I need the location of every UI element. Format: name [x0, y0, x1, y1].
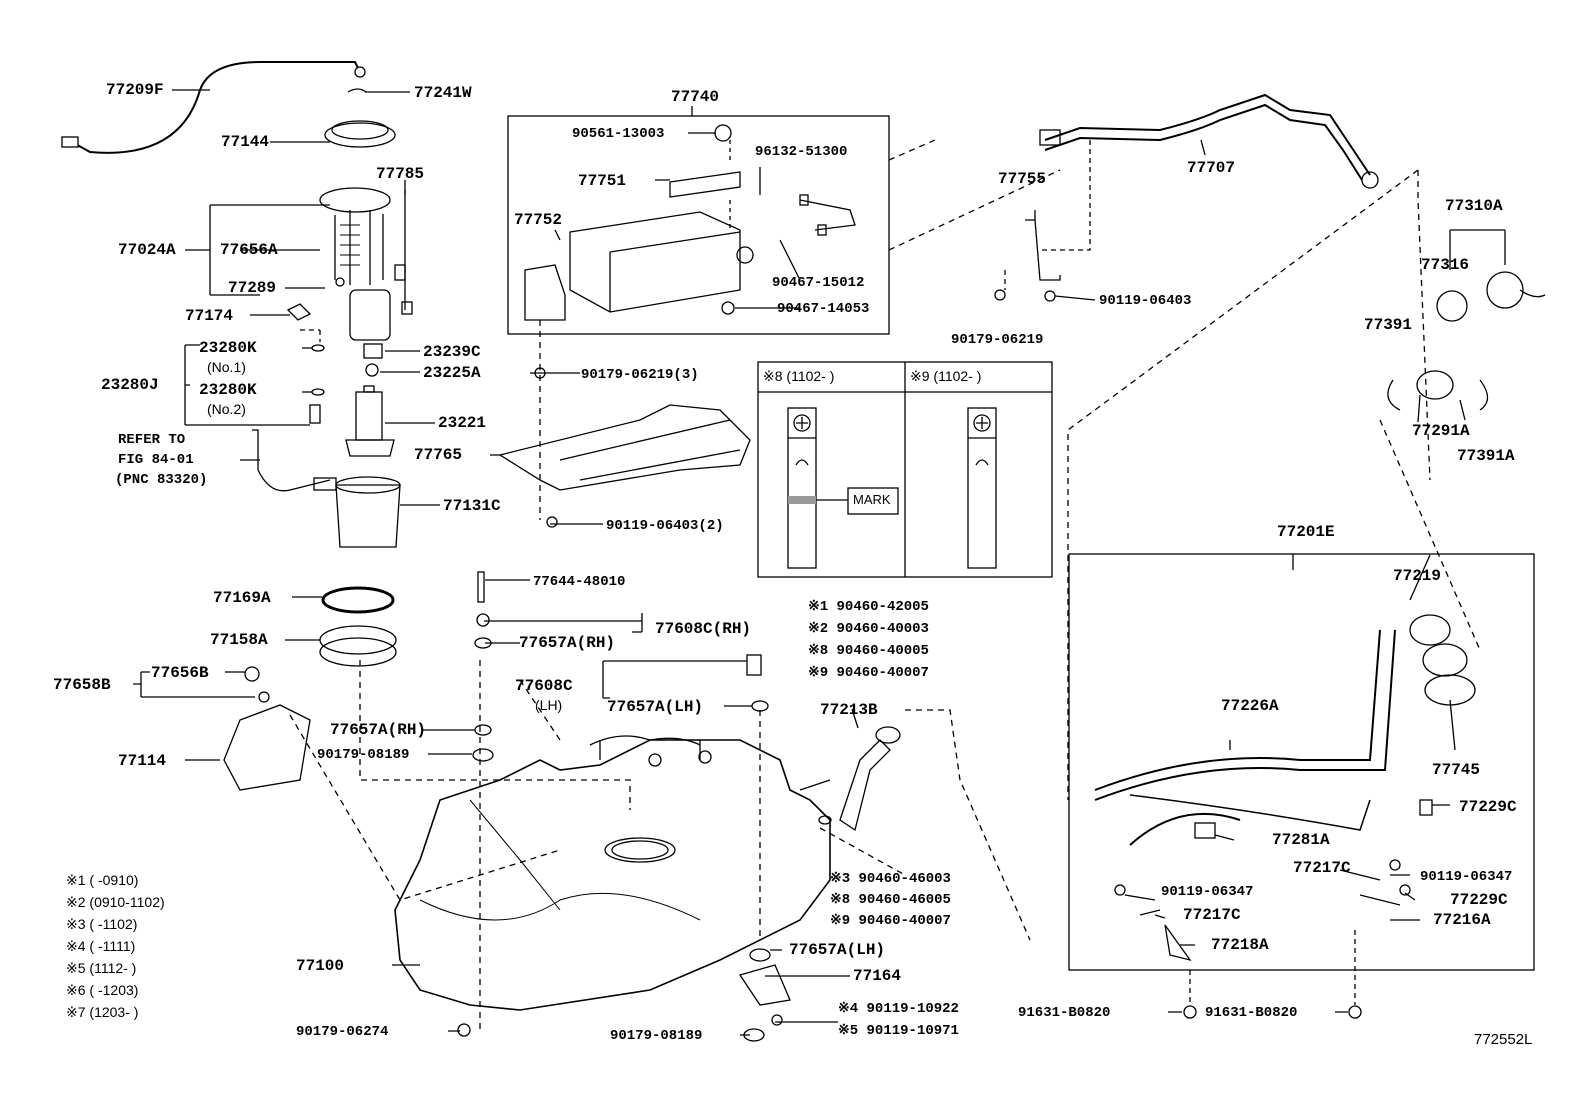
label-s4: ※4 90119-10922	[838, 1001, 959, 1017]
evap-canister-box	[507, 115, 890, 335]
label-77707: 77707	[1187, 159, 1236, 177]
label-90467-14053: 90467-14053	[777, 301, 870, 317]
label-96132-51300: 96132-51300	[755, 144, 848, 160]
label-77218A: 77218A	[1211, 936, 1269, 954]
label-77391: 77391	[1364, 316, 1413, 334]
label-77785: 77785	[376, 165, 425, 183]
label-77391A: 77391A	[1457, 447, 1515, 465]
label-s3b: ※3 90460-46003	[830, 871, 951, 887]
label-23280J: 23280J	[101, 376, 159, 394]
label-77209F: 77209F	[106, 81, 164, 99]
label-91631-b0820-a: 91631-B0820	[1018, 1005, 1111, 1021]
label-77213B: 77213B	[820, 701, 878, 719]
note-6: ※6 ( -1203)	[66, 982, 139, 998]
label-77658B: 77658B	[53, 676, 111, 694]
inset-mark-label: MARK	[853, 492, 891, 507]
label-23280K-1: 23280K	[199, 339, 257, 357]
label-91631-b0820-b: 91631-B0820	[1205, 1005, 1298, 1021]
label-refer-1: REFER TO	[118, 432, 186, 448]
label-77114: 77114	[118, 752, 167, 770]
label-s5: ※5 90119-10971	[838, 1023, 959, 1039]
label-77644-48010: 77644-48010	[533, 574, 626, 590]
label-77229C-2: 77229C	[1450, 891, 1508, 909]
label-77310A: 77310A	[1445, 197, 1503, 215]
label-23239C: 23239C	[423, 343, 481, 361]
figure-id: 772552L	[1474, 1031, 1533, 1048]
label-77144: 77144	[221, 133, 270, 151]
label-77201E: 77201E	[1277, 523, 1335, 541]
label-77657A-lh-2: 77657A(LH)	[789, 941, 886, 959]
label-no2: (No.2)	[207, 401, 246, 417]
note-4: ※4 ( -1111)	[66, 938, 136, 954]
note-2: ※2 (0910-1102)	[66, 894, 165, 910]
label-77281A: 77281A	[1272, 831, 1330, 849]
label-77024A: 77024A	[118, 241, 176, 259]
label-77608C-rh: 77608C(RH)	[655, 620, 752, 638]
label-90467-15012: 90467-15012	[772, 275, 865, 291]
label-77752: 77752	[514, 211, 563, 229]
label-no1: (No.1)	[207, 359, 246, 375]
label-77751: 77751	[578, 172, 627, 190]
label-90561-13003: 90561-13003	[572, 126, 665, 142]
label-77657A-lh-1: 77657A(LH)	[607, 698, 704, 716]
label-s9: ※9 90460-40007	[808, 665, 929, 681]
label-77164: 77164	[853, 967, 902, 985]
label-refer-2: FIG 84-01	[118, 452, 194, 468]
label-90179-08189-a: 90179-08189	[317, 747, 410, 763]
label-77657A-rh-2: 77657A(RH)	[330, 721, 427, 739]
label-77219: 77219	[1393, 567, 1442, 585]
label-77740: 77740	[671, 88, 720, 106]
label-77755: 77755	[998, 170, 1047, 188]
label-s8b: ※8 90460-46005	[830, 892, 951, 908]
note-7: ※7 (1203- )	[66, 1004, 139, 1020]
note-5: ※5 (1112- )	[66, 960, 137, 976]
label-77217C-1: 77217C	[1293, 859, 1351, 877]
label-s1: ※1 90460-42005	[808, 599, 929, 615]
label-s8: ※8 90460-40005	[808, 643, 929, 659]
label-77229C: 77229C	[1459, 798, 1517, 816]
label-90179-06219-3: 90179-06219(3)	[581, 367, 699, 383]
note-1: ※1 ( -0910)	[66, 872, 139, 888]
label-90119-06347-b: 90119-06347	[1161, 884, 1254, 900]
label-23280K-2: 23280K	[199, 381, 257, 399]
label-refer-3: (PNC 83320)	[115, 472, 208, 488]
label-90179-06274: 90179-06274	[296, 1024, 389, 1040]
label-77158A: 77158A	[210, 631, 268, 649]
label-77241W: 77241W	[414, 84, 472, 102]
label-77289: 77289	[228, 279, 277, 297]
filler-pipe-box	[1068, 553, 1535, 971]
label-77608C: 77608C	[515, 677, 573, 695]
label-77217C-2: 77217C	[1183, 906, 1241, 924]
label-s9b: ※9 90460-40007	[830, 913, 951, 929]
label-77745: 77745	[1432, 761, 1481, 779]
label-77216A: 77216A	[1433, 911, 1491, 929]
label-lh: (LH)	[535, 697, 563, 713]
label-90119-06403: 90119-06403	[1099, 293, 1192, 309]
label-77169A: 77169A	[213, 589, 271, 607]
label-23221: 23221	[438, 414, 487, 432]
label-77656B: 77656B	[151, 664, 209, 682]
label-90119-06403-2: 90119-06403(2)	[606, 518, 724, 534]
note-3: ※3 ( -1102)	[66, 916, 138, 932]
label-77656A: 77656A	[220, 241, 278, 259]
label-23225A: 23225A	[423, 364, 481, 382]
label-77316: 77316	[1421, 256, 1470, 274]
label-77100: 77100	[296, 957, 345, 975]
label-77765: 77765	[414, 446, 463, 464]
inset-left-title: ※8 (1102- )	[763, 368, 835, 384]
label-77174: 77174	[185, 307, 234, 325]
label-77131C: 77131C	[443, 497, 501, 515]
label-77657A-rh-1: 77657A(RH)	[519, 634, 616, 652]
label-90119-06347-a: 90119-06347	[1420, 869, 1513, 885]
label-77291A: 77291A	[1412, 422, 1470, 440]
label-s2: ※2 90460-40003	[808, 621, 929, 637]
inset-right-title: ※9 (1102- )	[910, 368, 982, 384]
label-90179-06219: 90179-06219	[951, 332, 1044, 348]
label-90179-08189-b: 90179-08189	[610, 1028, 703, 1044]
label-77226A: 77226A	[1221, 697, 1279, 715]
